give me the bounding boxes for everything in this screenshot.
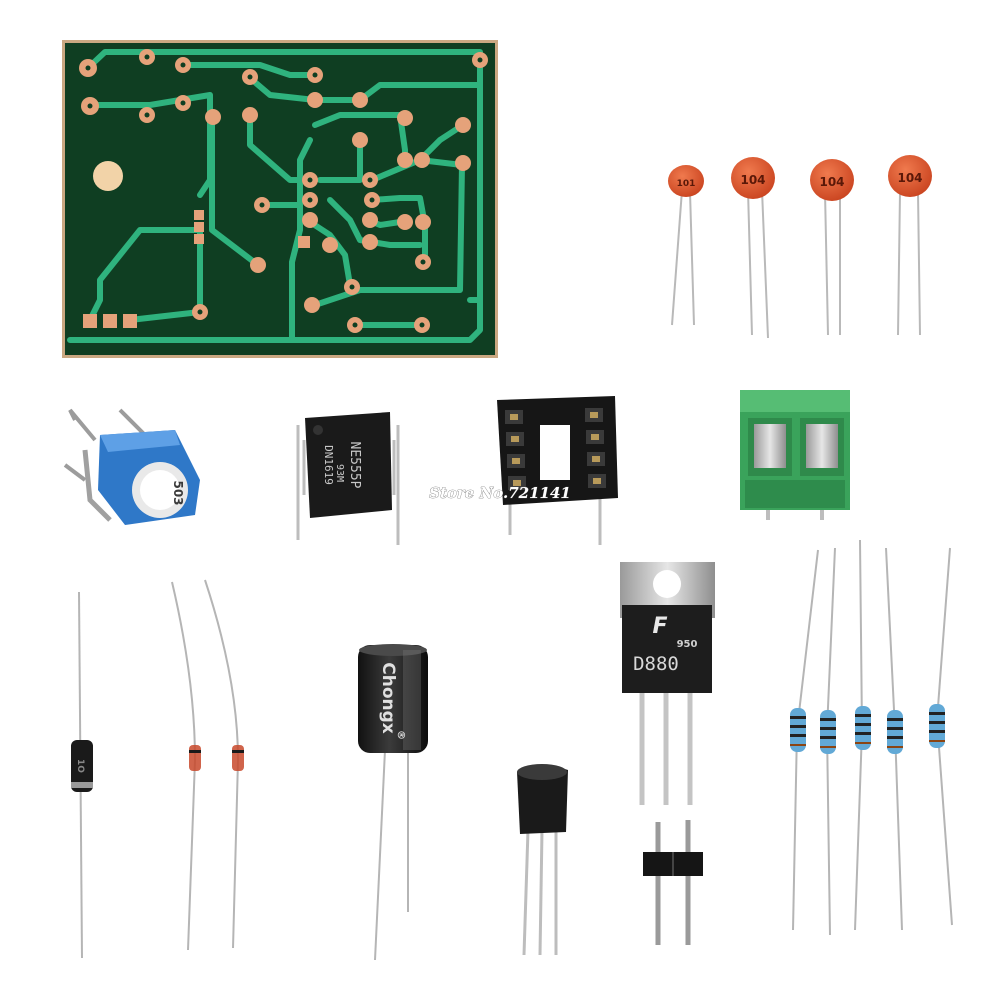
ic-marking-line1: NE555P xyxy=(347,442,362,489)
electrolytic-reg-mark: ® xyxy=(395,730,406,740)
trimmer-potentiometer: 503 xyxy=(63,408,200,525)
ceramic-capacitor: 104 xyxy=(810,159,854,336)
resistors xyxy=(790,539,953,936)
ic-socket xyxy=(497,396,618,545)
to92-transistor xyxy=(517,764,568,956)
ceramic-capacitor: 101 xyxy=(668,165,704,326)
signal-diode xyxy=(171,581,201,951)
pcb-mount-hole xyxy=(93,161,123,191)
pin-header xyxy=(643,820,703,945)
transistor-logo: F xyxy=(652,614,667,639)
signal-diode xyxy=(204,579,244,949)
ceramic-capacitor-label: 104 xyxy=(740,173,765,187)
electrolytic-brand: Chongx xyxy=(378,662,398,734)
ceramic-capacitor: 104 xyxy=(731,157,775,339)
resistor xyxy=(790,549,819,931)
transistor-code: 950 xyxy=(677,639,698,650)
store-watermark: Store No.721141 xyxy=(429,484,571,502)
resistor xyxy=(929,547,953,926)
rectifier-diode: 1O xyxy=(71,591,93,959)
diode-label: 1O xyxy=(75,759,85,773)
ceramic-capacitor-label: 101 xyxy=(677,179,696,189)
pcb-board xyxy=(62,40,498,358)
resistor xyxy=(854,539,871,931)
pcb-pads xyxy=(79,49,488,333)
ceramic-capacitor-label: 104 xyxy=(819,175,844,189)
ceramic-capacitor-label: 104 xyxy=(897,171,922,185)
resistor xyxy=(820,547,836,936)
ceramic-capacitor: 104 xyxy=(888,155,932,336)
resistor xyxy=(885,547,903,931)
ne555-chip: NE555P 93M DN1619 xyxy=(296,412,400,545)
transistor-part: D880 xyxy=(633,653,679,675)
ceramic-capacitors: 101 104 104 104 xyxy=(668,155,932,339)
ic-marking-line3: DN1619 xyxy=(322,445,335,485)
screw-terminal xyxy=(740,390,850,520)
power-transistor: F 950 D880 xyxy=(620,562,715,805)
ic-marking-line2: 93M xyxy=(334,464,345,482)
electrolytic-capacitor: Chongx ® xyxy=(358,644,428,961)
potentiometer-label: 503 xyxy=(171,480,185,505)
